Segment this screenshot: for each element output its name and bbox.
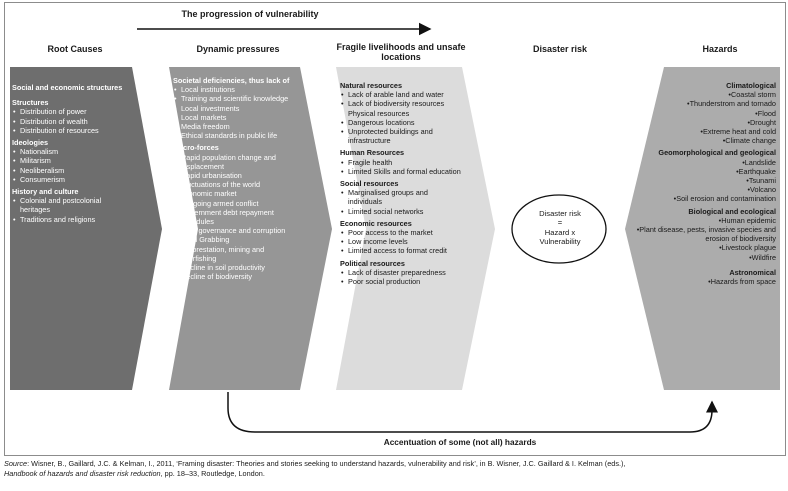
list-item: Soil erosion and contamination (636, 194, 776, 203)
list-item: Poor social production (340, 277, 462, 286)
fragile-title: Fragile livelihoods and unsafe locations (336, 42, 466, 62)
macro-forces-heading: Macro-forces (173, 143, 219, 153)
list-item: Land Grabbing (173, 235, 291, 244)
list-item: Livestock plague (636, 243, 776, 252)
list-item: Distribution of power (12, 107, 130, 116)
disaster-risk-ellipse (511, 194, 607, 264)
source-citation: Source: Wisner, B., Gaillard, J.C. & Kel… (4, 459, 784, 479)
source-tail: , pp. 18–33, Routledge, London. (160, 469, 265, 478)
dynamic-pressures-content: Societal deficiencies, thus lack of Loca… (173, 76, 291, 282)
list-item: Deforestation, mining and overfishing (173, 245, 291, 263)
list-item: Volcano (636, 185, 776, 194)
formula-line: Disaster risk (539, 209, 581, 218)
disaster-risk-title: Disaster risk (532, 44, 588, 54)
source-label: Source (4, 459, 28, 468)
list-item: Rapid urbanisation (173, 171, 291, 180)
list-item: Decline of biodiversity (173, 272, 291, 281)
list-item: Neoliberalism (12, 166, 130, 175)
societal-heading: Societal deficiencies, thus lack of (173, 76, 290, 85)
list-item: Decline in soil productivity (173, 263, 291, 272)
accentuation-label: Accentuation of some (not all) hazards (383, 437, 537, 447)
list-item: Colonial and postcolonial heritages (12, 196, 130, 214)
list-item: Low income levels (340, 237, 462, 246)
progression-label: The progression of vulnerability (181, 9, 319, 19)
root-causes-content: Social and economic structures Structure… (12, 83, 130, 224)
hazards-title: Hazards (702, 44, 738, 54)
accentuation-arrow (227, 392, 718, 433)
formula-line: = (557, 218, 563, 228)
root-causes-title: Root Causes (47, 44, 103, 54)
list-item: On-going armed conflict (173, 199, 291, 208)
list-item: Poor governance and corruption (173, 226, 291, 235)
list-item: Consumerism (12, 175, 130, 184)
ideologies-heading: Ideologies (12, 138, 49, 148)
list-item: Drought (636, 118, 776, 127)
list-item: Media freedom (173, 122, 291, 131)
list-item: Distribution of wealth (12, 117, 130, 126)
source-text: : Wisner, B., Gaillard, J.C. & Kelman, I… (27, 459, 626, 468)
formula-line: Vulnerability (539, 237, 581, 247)
list-item: Plant disease, pests, invasive species a… (636, 225, 776, 243)
list-item: Lack of biodiversity resources (340, 99, 462, 108)
list-item: Government debt repayment schedules (173, 208, 291, 226)
list-item: Hazards from space (636, 277, 776, 286)
social-heading: Social resources (340, 179, 399, 189)
disaster-risk-formula: Disaster risk = Hazard x Vulnerability (515, 209, 605, 247)
list-item: Lack of disaster preparedness (340, 268, 462, 277)
history-heading: History and culture (12, 187, 79, 197)
list-item: Landslide (636, 158, 776, 167)
list-item: Coastal storm (636, 90, 776, 99)
root-heading: Social and economic structures (12, 83, 123, 92)
climatological-heading: Climatological (726, 81, 776, 90)
list-item: Flood (636, 109, 776, 118)
list-item: Climate change (636, 136, 776, 145)
list-item: Rapid population change and displacement (173, 153, 291, 171)
list-item: Lack of arable land and water (340, 90, 462, 99)
natural-heading: Natural resources (340, 81, 403, 90)
biological-heading: Biological and ecological (688, 206, 776, 216)
dynamic-pressures-title: Dynamic pressures (196, 44, 280, 54)
list-item: Tsunami (636, 176, 776, 185)
list-item: Extreme heat and cold (636, 127, 776, 136)
list-item: Limited social networks (340, 207, 462, 216)
list-item: Training and scientific knowledge (173, 94, 291, 103)
formula-line: Hazard x (544, 227, 576, 237)
list-item: Nationalism (12, 147, 130, 156)
list-item: Fragile health (340, 158, 462, 167)
hazards-content: Climatological Coastal storm Thunderstro… (636, 81, 776, 286)
list-item: Wildfire (636, 253, 776, 262)
physical-label: Physical resources (348, 108, 410, 118)
list-item: Poor access to the market (340, 228, 462, 237)
list-item: Distribution of resources (12, 126, 130, 135)
list-item: Dangerous locations (340, 118, 462, 127)
human-heading: Human Resources (340, 148, 405, 158)
list-item: Local institutions (173, 85, 291, 94)
list-item: Traditions and religions (12, 215, 130, 224)
economic-heading: Economic resources (340, 218, 412, 228)
list-item: Marginalised groups and individuals (340, 188, 462, 206)
list-item: Earthquake (636, 167, 776, 176)
list-item: Local markets (173, 113, 291, 122)
list-item: Limited Skills and formal education (340, 167, 462, 176)
list-item: Limited access to format credit (340, 246, 462, 255)
list-item: Fluctuations of the world economic marke… (173, 180, 291, 198)
structures-heading: Structures (12, 98, 49, 108)
astronomical-heading: Astronomical (729, 267, 776, 277)
source-book: Handbook of hazards and disaster risk re… (4, 469, 161, 478)
list-item: Unprotected buildings and infrastructure (340, 127, 462, 145)
list-item: Militarism (12, 156, 130, 165)
list-item: Thunderstrom and tornado (636, 99, 776, 108)
political-heading: Political resources (340, 258, 405, 268)
list-item: Ethical standards in public life (173, 131, 291, 140)
list-item: Human epidemic (636, 216, 776, 225)
list-item: Local investments (173, 104, 291, 113)
fragile-content: Natural resources Lack of arable land an… (340, 81, 462, 286)
geological-heading: Geomorphological and geological (658, 148, 776, 158)
